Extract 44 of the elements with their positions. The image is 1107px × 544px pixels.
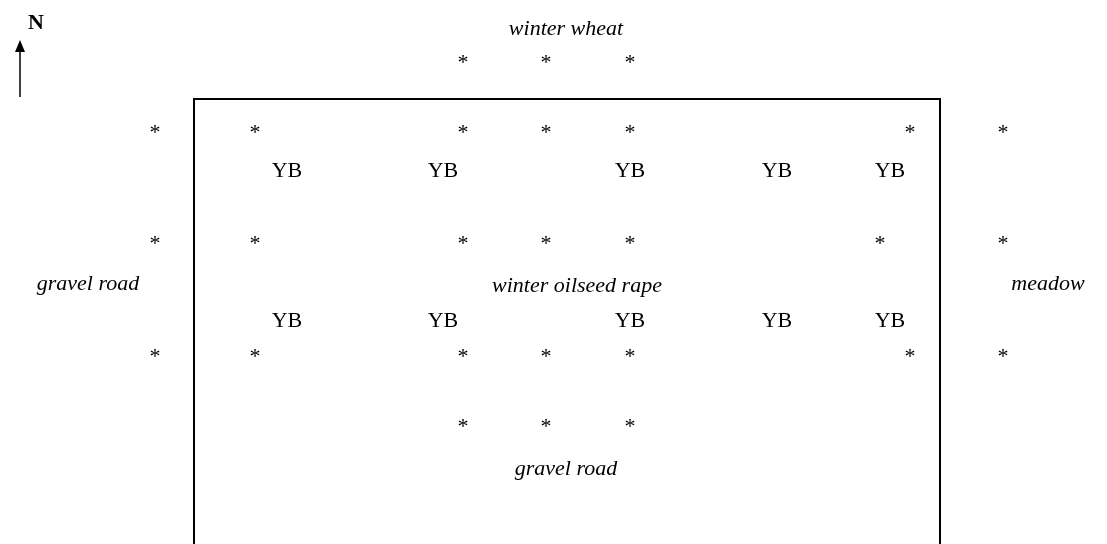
asterisk-mark: * — [540, 415, 552, 437]
crop-label: winter oilseed rape — [492, 274, 662, 296]
asterisk-mark: * — [149, 232, 161, 254]
asterisk-mark: * — [540, 232, 552, 254]
asterisk-mark: * — [624, 415, 636, 437]
trap-label: YB — [271, 159, 303, 181]
asterisk-mark: * — [624, 51, 636, 73]
asterisk-mark: * — [249, 121, 261, 143]
trap-label: YB — [874, 159, 906, 181]
asterisk-mark: * — [540, 345, 552, 367]
trap-label: YB — [761, 159, 793, 181]
asterisk-mark: * — [457, 121, 469, 143]
north-label: N — [28, 11, 44, 33]
trap-label: YB — [614, 309, 646, 331]
meadow-label: meadow — [1011, 272, 1085, 294]
asterisk-mark: * — [540, 121, 552, 143]
asterisk-mark: * — [457, 415, 469, 437]
asterisk-mark: * — [249, 232, 261, 254]
asterisk-mark: * — [149, 345, 161, 367]
trap-label: YB — [614, 159, 646, 181]
asterisk-mark: * — [624, 345, 636, 367]
asterisk-mark: * — [457, 51, 469, 73]
field-outline — [193, 98, 941, 544]
asterisk-mark: * — [997, 345, 1009, 367]
trap-label: YB — [427, 159, 459, 181]
asterisk-mark: * — [904, 121, 916, 143]
asterisk-mark: * — [540, 51, 552, 73]
asterisk-mark: * — [997, 232, 1009, 254]
asterisk-mark: * — [624, 121, 636, 143]
trap-label: YB — [761, 309, 793, 331]
asterisk-mark: * — [997, 121, 1009, 143]
road-label: gravel road — [514, 457, 618, 479]
asterisk-mark: * — [149, 121, 161, 143]
asterisk-mark: * — [249, 345, 261, 367]
crop-label: winter wheat — [508, 17, 624, 39]
asterisk-mark: * — [874, 232, 886, 254]
road-label: gravel road — [36, 272, 140, 294]
asterisk-mark: * — [904, 345, 916, 367]
asterisk-mark: * — [624, 232, 636, 254]
trap-label: YB — [874, 309, 906, 331]
asterisk-mark: * — [457, 232, 469, 254]
asterisk-mark: * — [457, 345, 469, 367]
trap-label: YB — [427, 309, 459, 331]
trap-label: YB — [271, 309, 303, 331]
